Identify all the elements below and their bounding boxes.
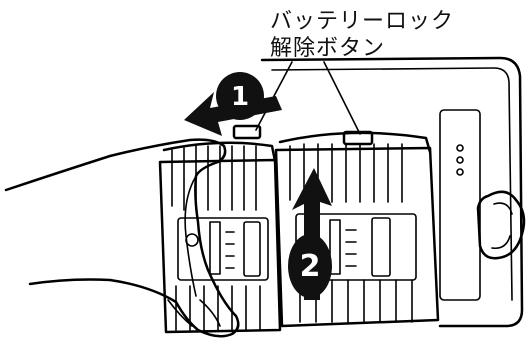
mount-knob (476, 190, 526, 260)
lock-release-button-right (342, 130, 374, 146)
arrow-step-1: 1 (184, 72, 282, 136)
hand (4, 138, 240, 338)
lock-release-button-left (232, 124, 262, 140)
step-1-label: 1 (231, 82, 249, 112)
leader-line-left (255, 61, 293, 131)
side-panel (439, 109, 481, 301)
callout-line-1: バッテリーロック (270, 9, 455, 34)
leader-line-right (323, 61, 361, 135)
device-housing (260, 56, 526, 328)
step-2-label: 2 (300, 249, 321, 284)
battery-pack-right (274, 130, 440, 328)
callout-label: バッテリーロック 解除ボタン (270, 8, 454, 62)
callout-line-2: 解除ボタン (270, 36, 386, 61)
arrow-step-2: 2 (288, 168, 332, 300)
